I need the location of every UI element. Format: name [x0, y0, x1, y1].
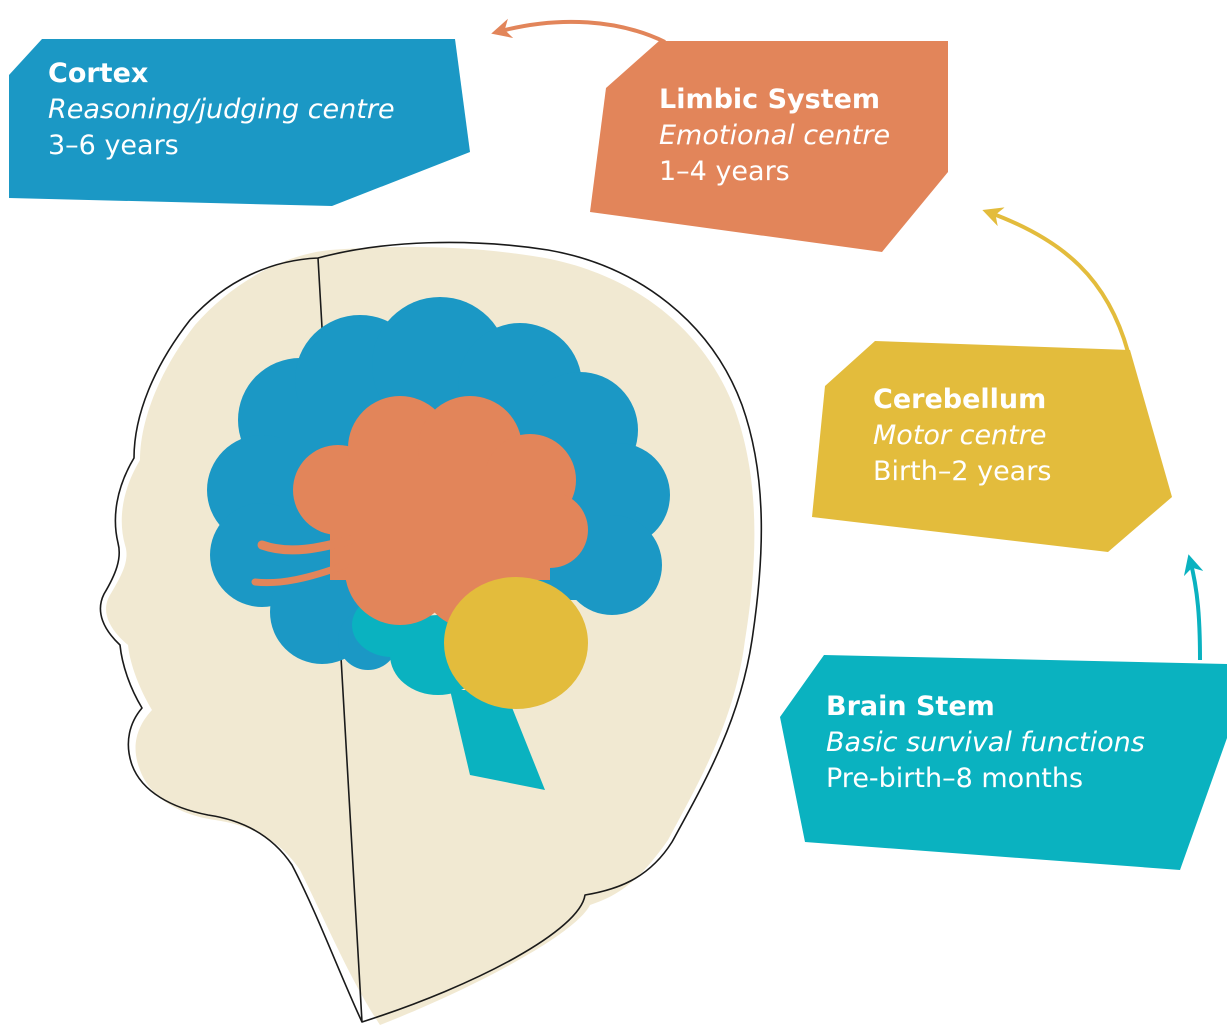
cerebellum-label: Cerebellum Motor centre Birth–2 years	[873, 382, 1051, 490]
cortex-age: 3–6 years	[48, 128, 395, 164]
brain-stem-label: Brain Stem Basic survival functions Pre-…	[826, 689, 1145, 797]
arrow-brain-stem-to-cerebellum	[1190, 560, 1200, 660]
limbic-label: Limbic System Emotional centre 1–4 years	[659, 82, 890, 190]
limbic-age: 1–4 years	[659, 154, 890, 190]
limbic-title: Limbic System	[659, 82, 890, 118]
brain-stem-title: Brain Stem	[826, 689, 1145, 725]
cerebellum-age: Birth–2 years	[873, 454, 1051, 490]
arrow-cerebellum-to-limbic	[988, 212, 1128, 352]
cortex-function: Reasoning/judging centre	[48, 92, 395, 128]
cerebellum-function: Motor centre	[873, 418, 1051, 454]
arrow-limbic-to-cortex	[497, 22, 665, 42]
limbic-function: Emotional centre	[659, 118, 890, 154]
brain-stem-function: Basic survival functions	[826, 725, 1145, 761]
cortex-label: Cortex Reasoning/judging centre 3–6 year…	[48, 56, 395, 164]
cerebellum-shape	[444, 577, 588, 709]
cerebellum-title: Cerebellum	[873, 382, 1051, 418]
cortex-title: Cortex	[48, 56, 395, 92]
brain-stem-age: Pre-birth–8 months	[826, 761, 1145, 797]
